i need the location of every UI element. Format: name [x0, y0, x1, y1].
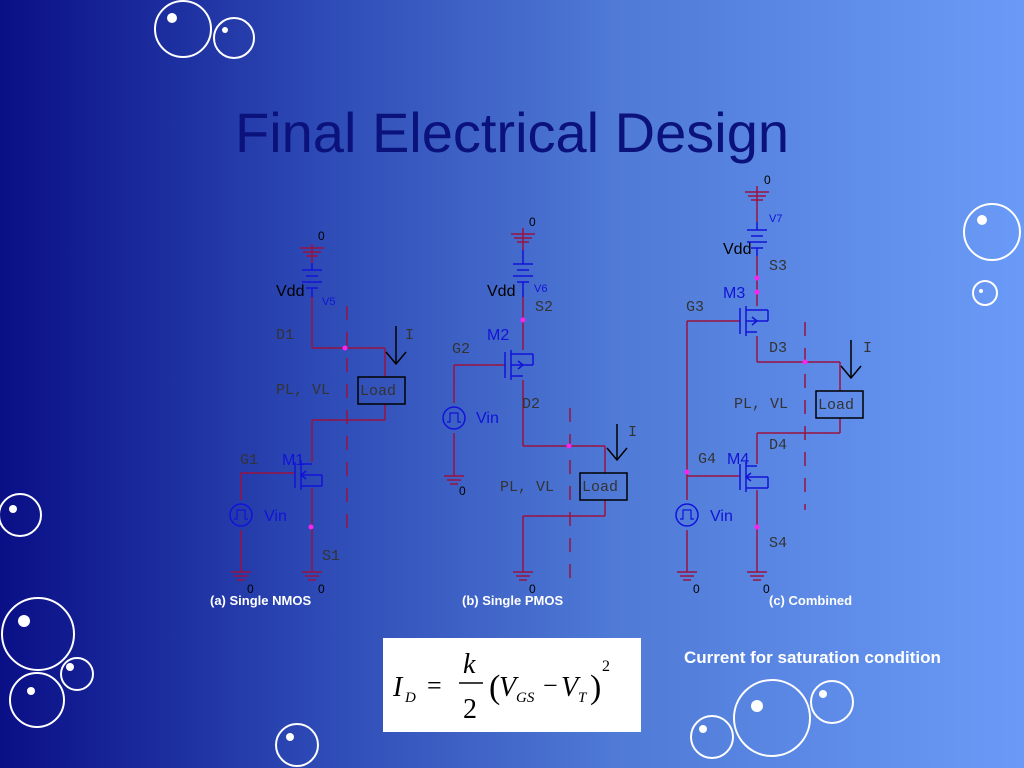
b-gate-label: G2: [452, 341, 470, 358]
b-gnd2-label: 0: [529, 582, 536, 596]
c-g4-label: G4: [698, 451, 716, 468]
b-drain-label: D2: [522, 396, 540, 413]
formula-close-paren: ): [590, 669, 601, 706]
c-m3-label: M3: [723, 285, 745, 302]
caption-single-pmos: (b) Single PMOS: [462, 593, 564, 608]
slide-title: Final Electrical Design: [235, 101, 789, 164]
circuit-a: 0 Vdd V5 D1 I PL, VL Load G1 M1 Vin S1 0…: [229, 229, 414, 596]
b-pl-vl-label: PL, VL: [500, 479, 554, 496]
formula-id-subscript: D: [404, 690, 416, 706]
formula-equals: =: [427, 671, 442, 700]
formula-exponent: 2: [602, 658, 610, 675]
a-gnd1-label: 0: [247, 582, 254, 596]
b-vsrc-label: V6: [534, 283, 547, 295]
formula-id-symbol: I: [392, 672, 404, 703]
b-transistor-label: M2: [487, 327, 509, 344]
c-pl-vl-label: PL, VL: [734, 396, 788, 413]
formula-vt-symbol: V: [561, 672, 581, 703]
formula-vgs-symbol: V: [499, 672, 519, 703]
c-gnd1-label: 0: [693, 582, 700, 596]
c-vdd-label: Vdd: [723, 241, 751, 258]
saturation-note: Current for saturation condition: [684, 648, 941, 667]
b-current-label: I: [628, 424, 637, 441]
b-load-label: Load: [582, 479, 618, 496]
b-top-node: 0: [529, 215, 536, 229]
c-s4-label: S4: [769, 535, 787, 552]
caption-single-nmos: (a) Single NMOS: [210, 593, 312, 608]
formula-denominator: 2: [463, 694, 477, 725]
c-s3-label: S3: [769, 258, 787, 275]
a-load-label: Load: [360, 383, 396, 400]
a-top-node: 0: [318, 229, 325, 243]
c-current-label: I: [863, 340, 872, 357]
c-g3-label: G3: [686, 299, 704, 316]
a-source-label: S1: [322, 548, 340, 565]
b-gnd1-label: 0: [459, 484, 466, 498]
c-load-label: Load: [818, 397, 854, 414]
a-gnd2-label: 0: [318, 582, 325, 596]
caption-combined: (c) Combined: [769, 593, 853, 608]
a-vin-label: Vin: [264, 508, 287, 525]
formula-vt-subscript: T: [578, 690, 588, 706]
c-vsrc-label: V7: [769, 213, 782, 225]
c-top-node: 0: [764, 173, 771, 187]
a-gate-label: G1: [240, 452, 258, 469]
circuit-b: 0 Vdd V6 S2 M2 G2 Vin D2 I PL, VL Load 0…: [442, 215, 637, 596]
a-pl-vl-label: PL, VL: [276, 382, 330, 399]
a-current-label: I: [405, 327, 414, 344]
b-vin-label: Vin: [476, 410, 499, 427]
formula-numerator: k: [463, 649, 476, 680]
b-vdd-label: Vdd: [487, 283, 515, 300]
formula-open-paren: (: [489, 669, 500, 706]
c-d4-label: D4: [769, 437, 787, 454]
c-vin-label: Vin: [710, 508, 733, 525]
a-drain-label: D1: [276, 327, 294, 344]
circuit-c: 0 V7 Vdd S3 M3 G3 D3 I PL, VL Load D4 G4…: [675, 173, 872, 596]
c-d3-label: D3: [769, 340, 787, 357]
formula-vgs-subscript: GS: [516, 690, 535, 706]
b-source-label: S2: [535, 299, 553, 316]
saturation-current-formula: I D = k 2 ( V GS − V T ) 2: [383, 638, 641, 732]
formula-graphic: I D = k 2 ( V GS − V T ) 2: [392, 649, 610, 725]
formula-minus: −: [543, 671, 558, 700]
a-vsrc-label: V5: [322, 296, 335, 308]
a-vdd-label: Vdd: [276, 283, 304, 300]
a-transistor-label: M1: [282, 452, 304, 469]
c-gnd2-label: 0: [763, 582, 770, 596]
c-m4-label: M4: [727, 451, 749, 468]
